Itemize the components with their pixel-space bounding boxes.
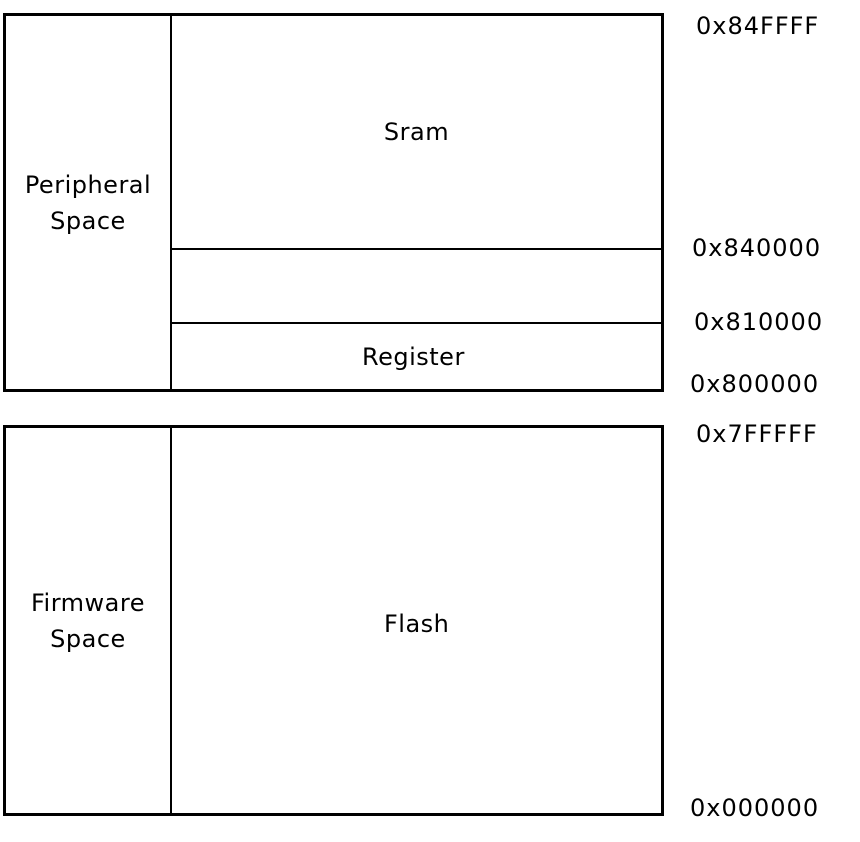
address-label: 0x84FFFF (696, 12, 820, 40)
sram-label: Sram (383, 118, 450, 146)
sram-region: Sram (172, 16, 661, 250)
reserved-region (172, 252, 661, 324)
address-label: 0x800000 (690, 370, 820, 398)
flash-region: Flash (172, 428, 661, 813)
register-region: Register (172, 324, 661, 389)
address-label: 0x7FFFFF (696, 420, 818, 448)
peripheral-space-label: Peripheral Space (6, 16, 172, 389)
flash-label: Flash (384, 610, 450, 638)
register-label: Register (362, 342, 465, 371)
address-label: 0x000000 (690, 794, 820, 822)
address-label: 0x840000 (692, 234, 822, 262)
peripheral-space-block: Peripheral Space Sram Register (3, 13, 664, 392)
firmware-space-label: Firmware Space (6, 428, 172, 813)
address-label: 0x810000 (694, 308, 824, 336)
firmware-space-block: Firmware Space Flash (3, 425, 664, 816)
